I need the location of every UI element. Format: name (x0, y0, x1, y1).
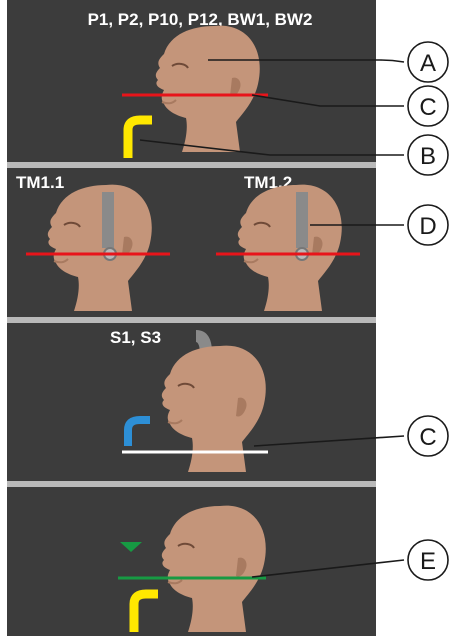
callout-B-text: B (420, 143, 436, 170)
divider-1 (7, 162, 376, 168)
panel-3-label: S1, S3 (110, 328, 161, 347)
callout-C-1: C (408, 86, 448, 126)
divider-3 (7, 481, 376, 487)
callout-C-2: C (408, 416, 448, 456)
panel-2: TM1.1 TM1.2 (7, 168, 376, 317)
callout-B: B (408, 135, 448, 175)
divider-2 (7, 317, 376, 323)
callout-C-1-text: C (419, 94, 436, 121)
panel-2-temple-support-left (102, 192, 114, 248)
callout-E: E (408, 540, 448, 580)
panel-2-temple-support-right (296, 192, 308, 248)
callouts: A C B D C E (408, 42, 448, 580)
panel-1-label: P1, P2, P10, P12, BW1, BW2 (88, 10, 313, 29)
panel-3: S1, S3 (7, 323, 376, 481)
panel-4 (7, 487, 376, 636)
callout-A: A (408, 42, 448, 82)
panel-1: P1, P2, P10, P12, BW1, BW2 (7, 0, 376, 162)
callout-C-2-text: C (419, 424, 436, 451)
callout-D-text: D (419, 213, 436, 240)
callout-E-text: E (420, 548, 436, 575)
callout-A-text: A (420, 50, 436, 77)
callout-D: D (408, 205, 448, 245)
panel-2-label-left: TM1.1 (16, 173, 64, 192)
